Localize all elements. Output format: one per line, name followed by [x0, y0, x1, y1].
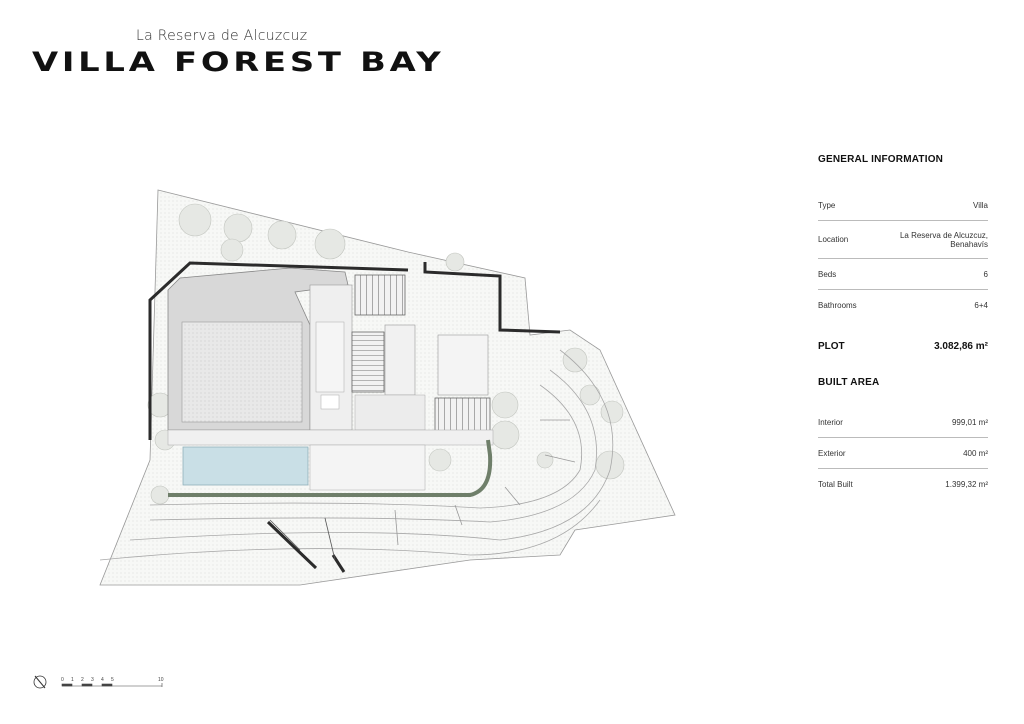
info-panel: GENERAL INFORMATION Type Villa Location …: [818, 150, 988, 499]
info-value: Villa: [973, 200, 988, 210]
info-row-type: Type Villa: [818, 190, 988, 221]
scale-tick-label: 4: [101, 677, 104, 683]
info-label: Bathrooms: [818, 300, 857, 310]
info-label: Interior: [818, 417, 843, 427]
info-row-bathrooms: Bathrooms 6+4: [818, 290, 988, 320]
page-title: VILLA FOREST BAY: [32, 47, 445, 78]
location-line-1: La Reserva de Alcuzcuz,: [899, 230, 988, 240]
swimming-pool: [182, 446, 309, 486]
info-label: Location: [818, 235, 849, 244]
info-label: Total Built: [818, 479, 853, 489]
info-row-location: Location La Reserva de Alcuzcuz, Benahav…: [818, 221, 988, 259]
pergola-center: [351, 331, 385, 393]
scale-bar: [61, 683, 163, 687]
terraces: [99, 349, 614, 561]
plot-row: PLOT 3.082,86 m²: [818, 341, 988, 352]
info-value: 999,01 m²: [951, 417, 988, 427]
plot-label: PLOT: [818, 341, 845, 352]
location-line-2: Benahavís: [950, 239, 988, 249]
info-label: Beds: [818, 269, 837, 279]
info-value: 1.399,32 m²: [945, 479, 988, 489]
scale-tick-label: 1: [71, 677, 74, 683]
scale-tick-label: 0: [61, 677, 64, 683]
info-label: Type: [818, 200, 836, 210]
scale-tick-label: 3: [91, 677, 94, 683]
built-row-interior: Interior 999,01 m²: [818, 407, 988, 438]
info-value: 400 m²: [963, 448, 988, 458]
info-value: 6+4: [974, 300, 988, 310]
built-row-total: Total Built 1.399,32 m²: [818, 469, 988, 499]
info-value: La Reserva de Alcuzcuz, Benahavís: [900, 231, 988, 249]
pergola-north: [354, 274, 406, 316]
plot-value: 3.082,86 m²: [934, 341, 988, 352]
scale-tick-label: 5: [111, 677, 114, 683]
built-area-heading: BUILT AREA: [818, 377, 880, 388]
info-value: 6: [983, 269, 988, 279]
scale-tick-label: 2: [81, 677, 84, 683]
general-info-heading: GENERAL INFORMATION: [818, 154, 944, 165]
garden-hedge: [168, 439, 493, 497]
built-row-exterior: Exterior 400 m²: [818, 438, 988, 469]
scale-tick-label: 10: [158, 677, 164, 683]
info-label: Exterior: [818, 448, 846, 458]
project-subtitle: La Reserva de Alcuzcuz: [136, 28, 308, 44]
info-row-beds: Beds 6: [818, 259, 988, 290]
north-arrow-icon: [33, 675, 47, 689]
